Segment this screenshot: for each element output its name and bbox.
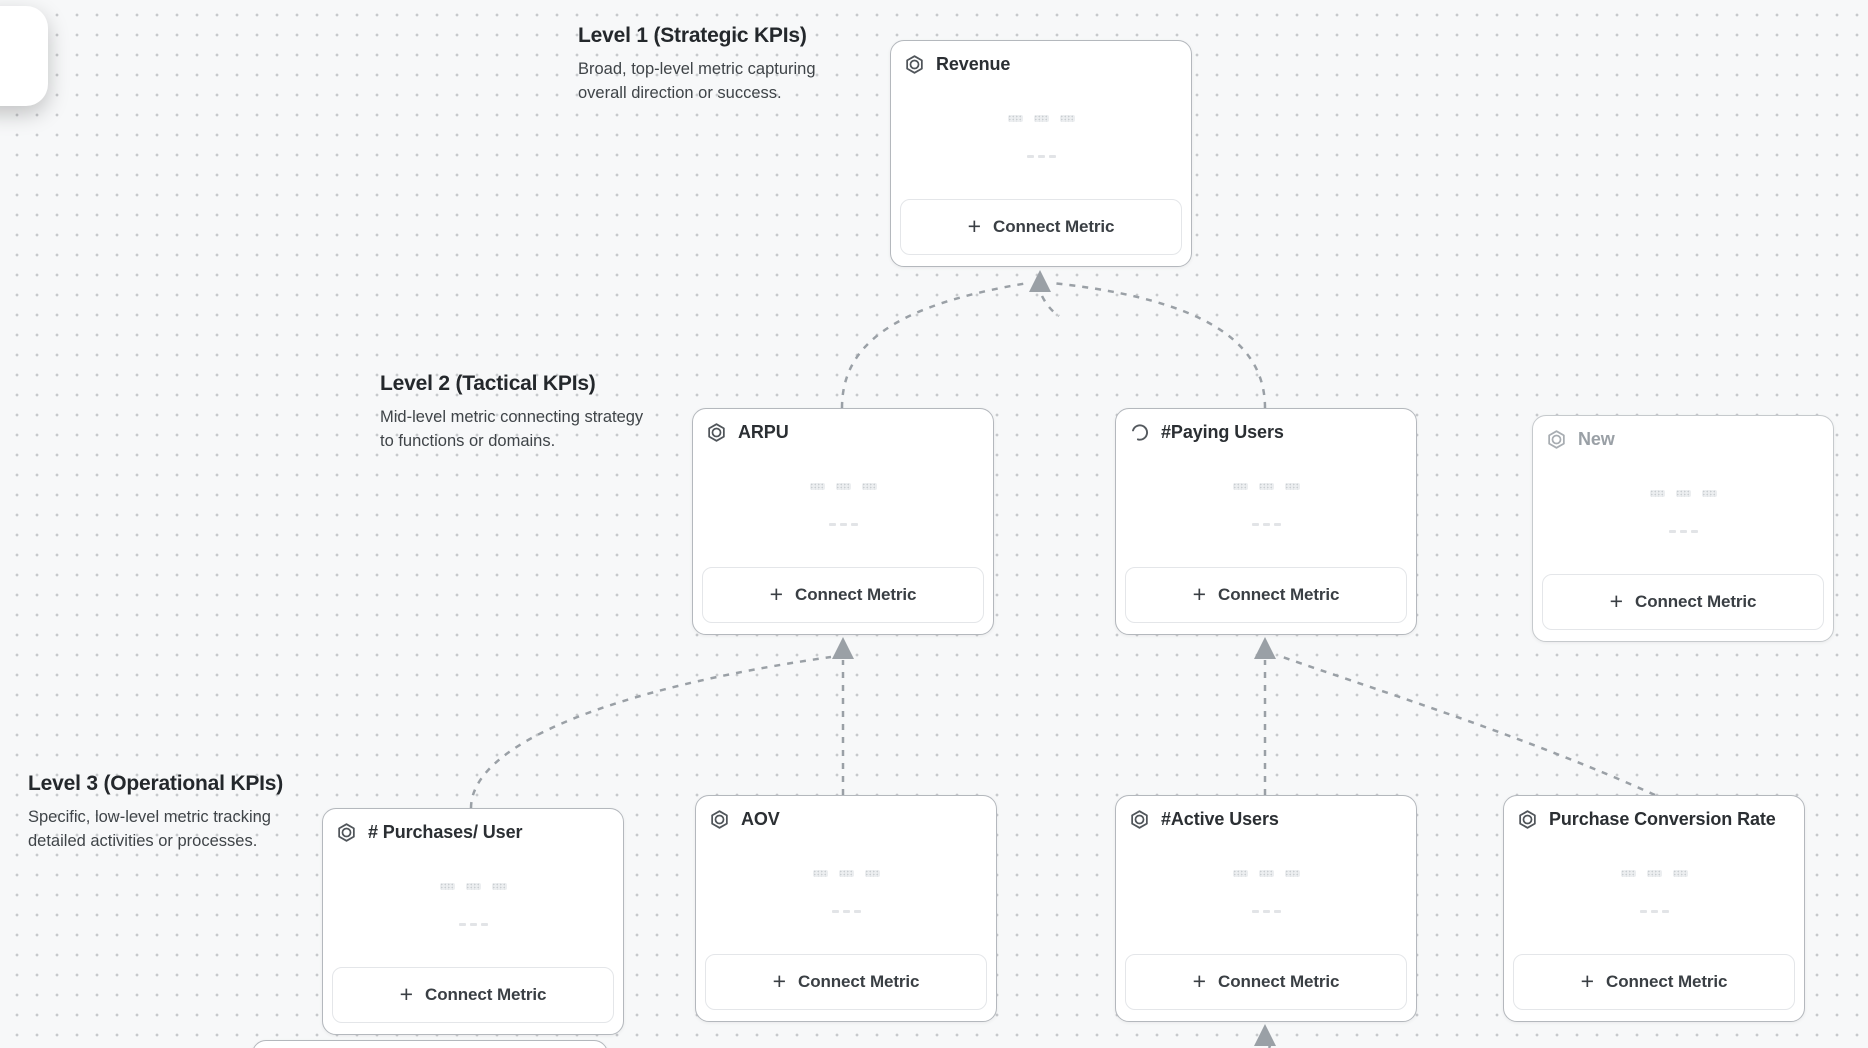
connector-stub-active [1262, 1031, 1272, 1048]
plus-icon: + [1192, 967, 1207, 994]
connect-metric-label: Connect Metric [1218, 972, 1340, 991]
connector-stub-revenue [1040, 295, 1060, 318]
arrowhead-paying [1254, 637, 1276, 659]
level-2-description: Mid-level metric connecting strategy to … [380, 408, 644, 450]
metric-placeholder [1533, 490, 1833, 533]
connector-paying-to-revenue [1051, 281, 1267, 409]
metric-card-revenue[interactable]: Revenue + Connect Metric [890, 40, 1192, 267]
card-title: ARPU [738, 422, 789, 442]
plus-icon: + [399, 980, 414, 1007]
connect-metric-label: Connect Metric [798, 972, 920, 991]
level-1-title: Level 1 (Strategic KPIs) [578, 24, 807, 47]
card-header: New [1546, 429, 1820, 450]
connector-arpu-to-revenue [840, 281, 1029, 409]
card-header: Purchase Conversion Rate [1517, 809, 1791, 830]
level-2-label: Level 2 (Tactical KPIs) Mid-level metric… [380, 372, 652, 453]
plus-icon: + [967, 212, 982, 239]
plus-icon: + [1192, 580, 1207, 607]
hexagon-icon [336, 822, 357, 843]
card-title: #Active Users [1161, 809, 1279, 829]
hexagon-icon [709, 809, 730, 830]
card-title: AOV [741, 809, 780, 829]
card-title: Revenue [936, 54, 1011, 74]
level-1-label: Level 1 (Strategic KPIs) Broad, top-leve… [578, 24, 850, 105]
metric-card-purchase-conversion-rate[interactable]: Purchase Conversion Rate + Connect Metri… [1503, 795, 1805, 1022]
connect-metric-label: Connect Metric [1606, 972, 1728, 991]
plus-icon: + [772, 967, 787, 994]
connect-metric-label: Connect Metric [795, 585, 917, 604]
plus-icon: + [1580, 967, 1595, 994]
card-header: #Paying Users [1129, 422, 1403, 443]
metric-placeholder [1504, 870, 1804, 913]
card-title: Purchase Conversion Rate [1549, 809, 1776, 829]
card-header: Revenue [904, 54, 1178, 75]
connect-metric-button[interactable]: + Connect Metric [1125, 567, 1407, 623]
canvas-toolbar-fragment[interactable] [0, 6, 48, 106]
level-3-description: Specific, low-level metric tracking deta… [28, 808, 271, 850]
connector-pcr-to-paying [1276, 653, 1656, 797]
connect-metric-button[interactable]: + Connect Metric [705, 954, 987, 1010]
metric-card-purchases-per-user[interactable]: # Purchases/ User + Connect Metric [322, 808, 624, 1035]
card-title: # Purchases/ User [368, 822, 523, 842]
metric-card-active-users[interactable]: #Active Users + Connect Metric [1115, 795, 1417, 1022]
metric-placeholder [693, 483, 993, 526]
connect-metric-label: Connect Metric [425, 985, 547, 1004]
metric-card-aov[interactable]: AOV + Connect Metric [695, 795, 997, 1022]
level-1-description: Broad, top-level metric capturing overal… [578, 60, 816, 102]
metric-placeholder [1116, 483, 1416, 526]
metric-card-new[interactable]: New + Connect Metric [1532, 415, 1834, 642]
connect-metric-label: Connect Metric [993, 217, 1115, 236]
arrowhead-active-users [1254, 1024, 1276, 1046]
connect-metric-button[interactable]: + Connect Metric [702, 567, 984, 623]
connect-metric-label: Connect Metric [1635, 592, 1757, 611]
plus-icon: + [1609, 587, 1624, 614]
card-header: ARPU [706, 422, 980, 443]
card-title: New [1578, 429, 1615, 449]
connector-purchases-to-arpu [469, 655, 832, 809]
connect-metric-button[interactable]: + Connect Metric [1125, 954, 1407, 1010]
connect-metric-button[interactable]: + Connect Metric [332, 967, 614, 1023]
metric-card-paying-users[interactable]: #Paying Users + Connect Metric [1115, 408, 1417, 635]
hexagon-icon [1546, 429, 1567, 450]
connect-metric-button[interactable]: + Connect Metric [1542, 574, 1824, 630]
card-header: #Active Users [1129, 809, 1403, 830]
level-2-title: Level 2 (Tactical KPIs) [380, 372, 596, 395]
connect-metric-button[interactable]: + Connect Metric [900, 199, 1182, 255]
arrowhead-revenue [1029, 270, 1051, 292]
card-header: # Purchases/ User [336, 822, 610, 843]
hexagon-icon [706, 422, 727, 443]
level-3-title: Level 3 (Operational KPIs) [28, 772, 284, 795]
connect-metric-button[interactable]: + Connect Metric [1513, 954, 1795, 1010]
hexagon-icon [904, 54, 925, 75]
metric-placeholder [891, 115, 1191, 158]
metric-placeholder [696, 870, 996, 913]
connect-metric-label: Connect Metric [1218, 585, 1340, 604]
card-title: #Paying Users [1161, 422, 1284, 442]
metric-placeholder [1116, 870, 1416, 913]
hexagon-icon [1517, 809, 1538, 830]
hexagon-icon [1129, 809, 1150, 830]
card-header: AOV [709, 809, 983, 830]
plus-icon: + [769, 580, 784, 607]
metric-card-arpu[interactable]: ARPU + Connect Metric [692, 408, 994, 635]
spinner-icon [1129, 422, 1150, 443]
metric-placeholder [323, 883, 623, 926]
level-3-label: Level 3 (Operational KPIs) Specific, low… [28, 772, 300, 853]
metric-card-partial[interactable] [252, 1040, 608, 1048]
arrowhead-arpu [832, 637, 854, 659]
